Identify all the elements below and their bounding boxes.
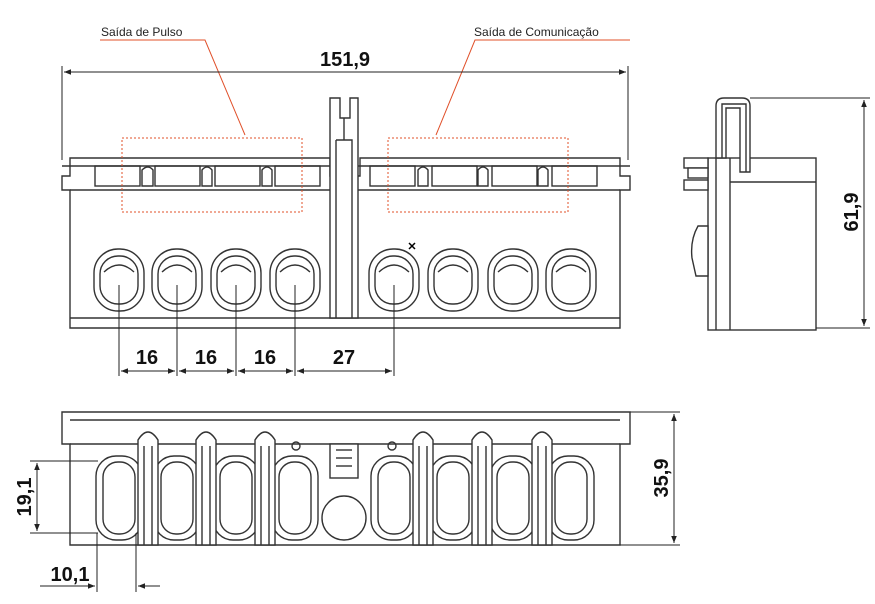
slot-height-dimension: 19,1 (14, 478, 36, 517)
bottom-rib (531, 431, 553, 546)
comm-output-area (387, 137, 569, 213)
spacing-dim-3: 16 (254, 347, 276, 369)
bottom-rib (254, 431, 276, 546)
terminal-hole (427, 248, 479, 312)
bottom-rib (471, 431, 493, 546)
spacing-dim-2: 16 (195, 347, 217, 369)
overall-height-dimension: 61,9 (841, 193, 863, 232)
bottom-view (61, 411, 631, 546)
terminal-hole (487, 248, 539, 312)
spacing-dim-4: 27 (333, 347, 355, 369)
front-view (61, 97, 631, 329)
bottom-rib (195, 431, 217, 546)
overall-width-dimension: 151,9 (320, 49, 370, 71)
comm-output-label: Saída de Comunicação (474, 25, 599, 39)
bottom-rib (412, 431, 434, 546)
pulse-output-area (121, 137, 303, 213)
bottom-rib (137, 431, 159, 546)
pulse-output-label: Saída de Pulso (101, 25, 183, 39)
terminal-hole (545, 248, 597, 312)
spacing-dim-1: 16 (136, 347, 158, 369)
hole-spacing-dimensions: 16 16 16 27 (118, 285, 395, 376)
side-view (683, 97, 817, 331)
depth-dimension: 35,9 (651, 459, 673, 498)
slot-width-dimension: 10,1 (51, 564, 90, 586)
